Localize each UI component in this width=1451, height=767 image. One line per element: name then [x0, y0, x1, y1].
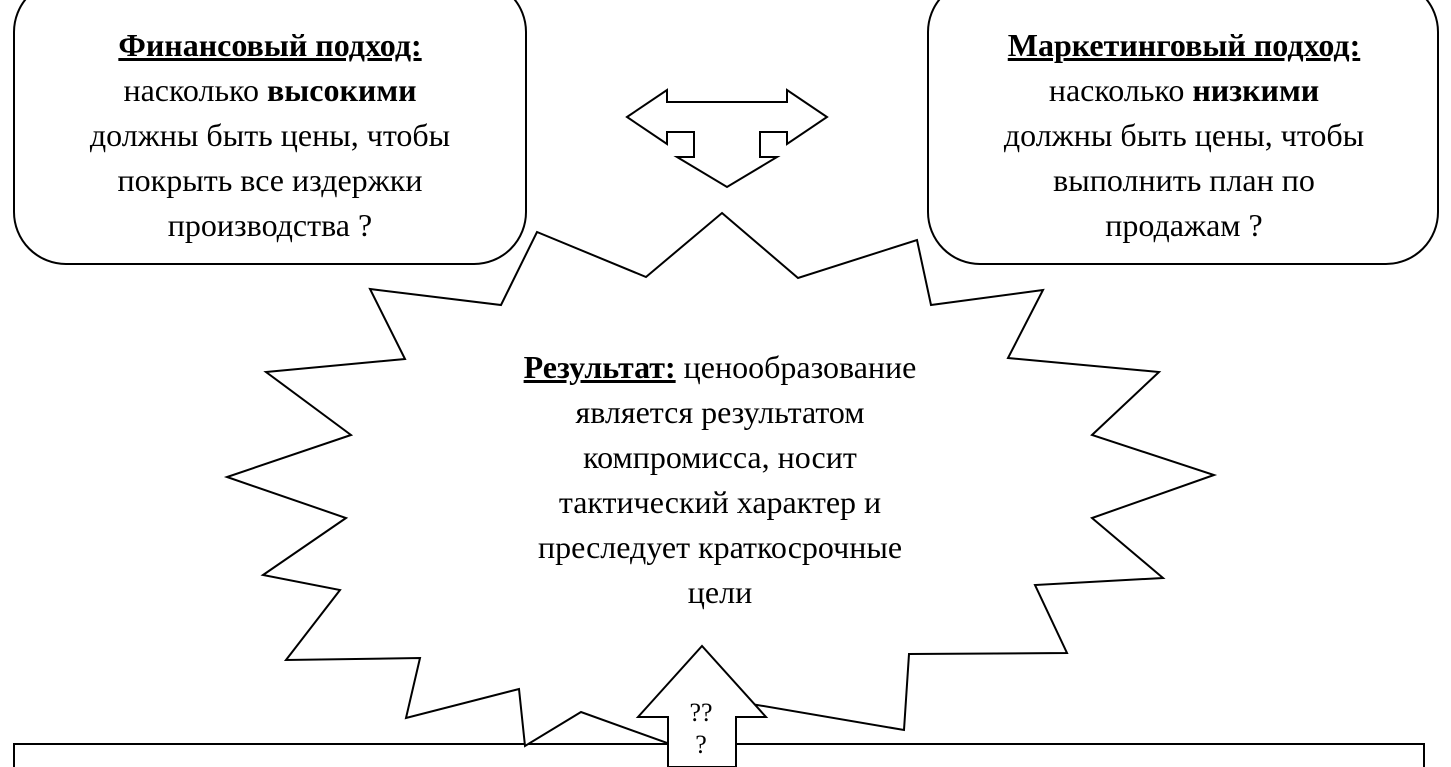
marketing-line3: выполнить план по [1053, 162, 1315, 198]
financial-line4: производства ? [167, 207, 373, 243]
financial-line2: должны быть цены, чтобы [89, 117, 451, 153]
financial-line1-emphasis: высокими [266, 72, 417, 108]
result-line5: преследует краткосрочные [537, 529, 903, 565]
up-arrow [635, 644, 769, 767]
result-line6: цели [687, 574, 753, 610]
financial-approach-title: Финансовый подход: [118, 27, 422, 63]
marketing-line1-emphasis: низкими [1192, 72, 1320, 108]
financial-approach-box [13, 0, 527, 265]
marketing-approach-title: Маркетинговый подход: [1007, 27, 1361, 63]
result-line1-rest: ценообразование [675, 349, 917, 385]
marketing-line4: продажам ? [1105, 207, 1263, 243]
financial-line3: покрыть все издержки [117, 162, 423, 198]
result-title: Результат: [523, 349, 676, 385]
financial-line1-prefix: насколько [123, 72, 267, 108]
result-text: Результат: ценообразование является резу… [470, 345, 970, 615]
marketing-line2: должны быть цены, чтобы [1003, 117, 1365, 153]
tradeoff-double-arrow [625, 88, 829, 189]
up-arrow-label: ?? ? [666, 697, 736, 761]
result-line3: компромисса, носит [583, 439, 857, 475]
result-line2: является результатом [575, 394, 865, 430]
up-arrow-line2: ? [695, 730, 707, 759]
marketing-line1-prefix: насколько [1048, 72, 1193, 108]
marketing-approach-box [927, 0, 1439, 265]
financial-approach-text: Финансовый подход: насколько высокими до… [30, 23, 510, 248]
result-line4: тактический характер и [558, 484, 882, 520]
up-arrow-line1: ?? [689, 698, 713, 727]
result-explosion-shape [223, 211, 1218, 764]
marketing-approach-text: Маркетинговый подход: насколько низкими … [944, 23, 1424, 248]
